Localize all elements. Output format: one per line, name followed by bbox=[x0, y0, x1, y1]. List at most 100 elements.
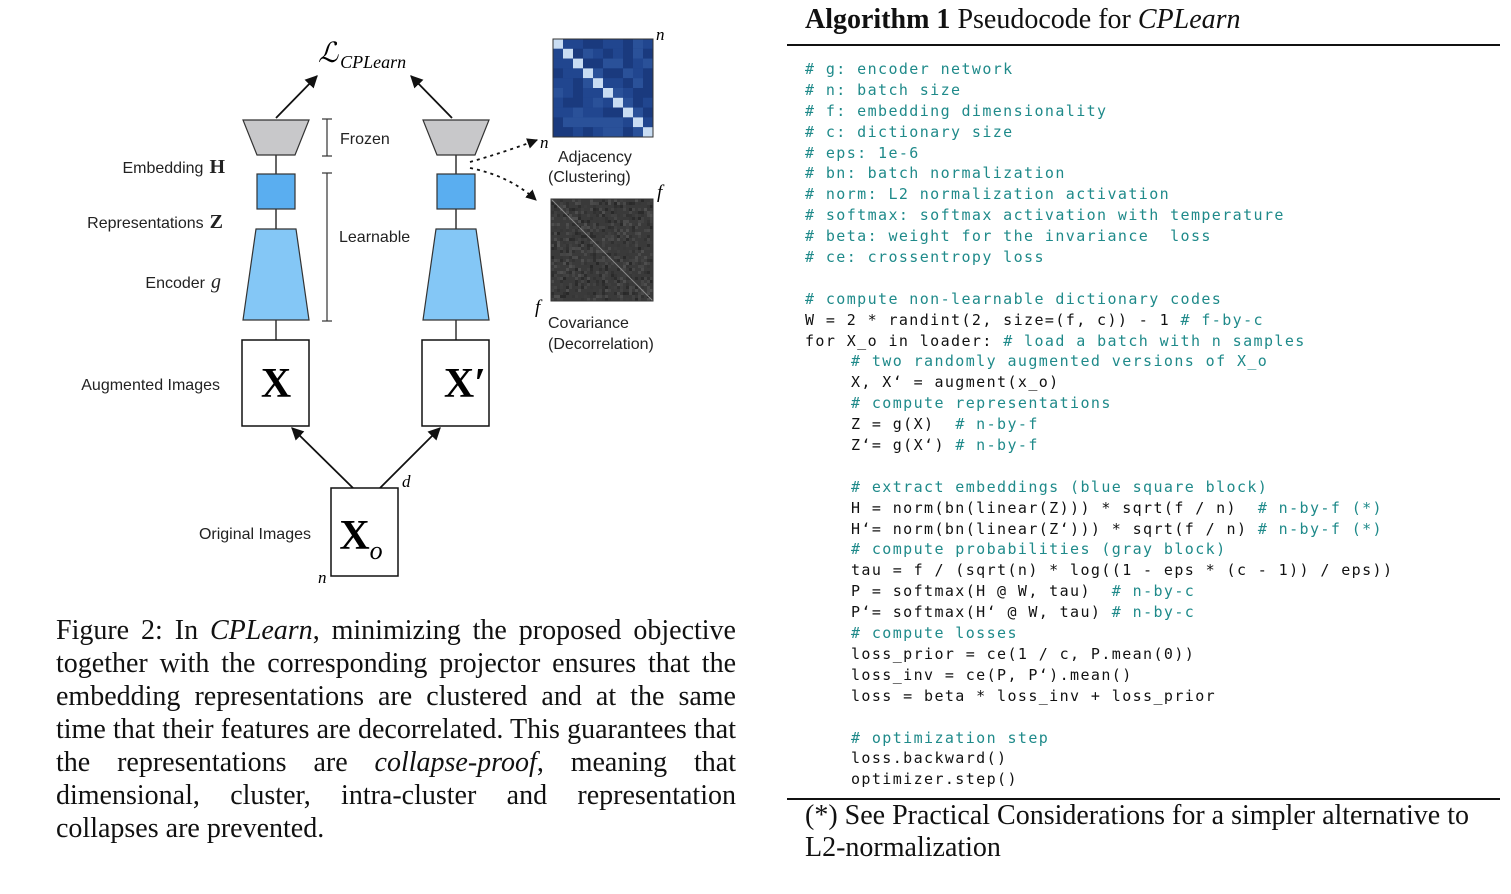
covariance-cell bbox=[572, 256, 575, 259]
covariance-cell bbox=[587, 229, 590, 232]
covariance-cell bbox=[602, 280, 605, 283]
covariance-cell bbox=[584, 220, 587, 223]
covariance-cell bbox=[602, 253, 605, 256]
covariance-cell bbox=[647, 205, 650, 208]
covariance-cell bbox=[563, 274, 566, 277]
covariance-cell bbox=[599, 259, 602, 262]
covariance-cell bbox=[641, 256, 644, 259]
covariance-cell bbox=[563, 253, 566, 256]
covariance-cell bbox=[611, 214, 614, 217]
covariance-cell bbox=[629, 292, 632, 295]
covariance-cell bbox=[584, 253, 587, 256]
covariance-cell bbox=[626, 277, 629, 280]
covariance-cell bbox=[641, 265, 644, 268]
covariance-cell bbox=[629, 217, 632, 220]
covariance-cell bbox=[569, 244, 572, 247]
code-line: H‘= norm(bn(linear(Z‘))) * sqrt(f / n) #… bbox=[805, 519, 1393, 540]
covariance-cell bbox=[602, 202, 605, 205]
code-line: # compute probabilities (gray block) bbox=[805, 539, 1393, 560]
code-line: # f: embedding dimensionality bbox=[805, 101, 1393, 122]
covariance-cell bbox=[647, 271, 650, 274]
covariance-cell bbox=[596, 280, 599, 283]
covariance-cell bbox=[560, 238, 563, 241]
adjacency-cell bbox=[623, 58, 633, 69]
adjacency-cell bbox=[593, 58, 603, 69]
code-line: W = 2 * randint(2, size=(f, c)) - 1 # f-… bbox=[805, 310, 1393, 331]
covariance-cell bbox=[632, 202, 635, 205]
code-text: Z = g(X) bbox=[851, 415, 956, 434]
covariance-cell bbox=[551, 262, 554, 265]
covariance-cell bbox=[563, 226, 566, 229]
covariance-cell bbox=[620, 220, 623, 223]
covariance-cell bbox=[575, 229, 578, 232]
code-line: loss_inv = ce(P, P‘).mean() bbox=[805, 665, 1393, 686]
covariance-cell bbox=[626, 229, 629, 232]
covariance-cell bbox=[593, 256, 596, 259]
covariance-cell bbox=[632, 295, 635, 298]
covariance-cell bbox=[632, 274, 635, 277]
covariance-cell bbox=[650, 217, 653, 220]
covariance-cell bbox=[632, 217, 635, 220]
covariance-cell bbox=[620, 298, 623, 301]
code-text: Z‘= g(X‘) bbox=[851, 436, 956, 455]
covariance-cell bbox=[596, 262, 599, 265]
covariance-cell bbox=[632, 286, 635, 289]
covariance-cell bbox=[554, 241, 557, 244]
covariance-cell bbox=[554, 211, 557, 214]
covariance-cell bbox=[629, 268, 632, 271]
covariance-cell bbox=[617, 268, 620, 271]
code-line: for X_o in loader: # load a batch with n… bbox=[805, 331, 1393, 352]
covariance-cell bbox=[581, 277, 584, 280]
adjacency-cell bbox=[633, 58, 643, 69]
covariance-cell bbox=[584, 271, 587, 274]
covariance-cell bbox=[602, 217, 605, 220]
covariance-cell bbox=[581, 271, 584, 274]
covariance-cell bbox=[575, 277, 578, 280]
code-line: H = norm(bn(linear(Z))) * sqrt(f / n) # … bbox=[805, 498, 1393, 519]
covariance-cell bbox=[557, 259, 560, 262]
covariance-cell bbox=[563, 244, 566, 247]
adjacency-cell bbox=[573, 68, 583, 79]
covariance-cell bbox=[614, 259, 617, 262]
right-branch: X′ bbox=[421, 119, 490, 427]
covariance-cell bbox=[614, 217, 617, 220]
covariance-cell bbox=[551, 241, 554, 244]
covariance-cell bbox=[602, 265, 605, 268]
covariance-cell bbox=[644, 208, 647, 211]
covariance-cell bbox=[575, 295, 578, 298]
covariance-cell bbox=[635, 250, 638, 253]
figure-caption: Figure 2: In CPLearn, minimizing the pro… bbox=[56, 615, 736, 844]
covariance-cell bbox=[608, 283, 611, 286]
covariance-cell bbox=[617, 202, 620, 205]
code-line: Z‘= g(X‘) # n-by-f bbox=[805, 435, 1393, 456]
covariance-cell bbox=[551, 217, 554, 220]
covariance-cell bbox=[608, 220, 611, 223]
adjacency-cell bbox=[613, 78, 623, 88]
covariance-cell bbox=[623, 223, 626, 226]
covariance-cell bbox=[569, 253, 572, 256]
adjacency-cell bbox=[583, 117, 593, 128]
covariance-cell bbox=[617, 244, 620, 247]
covariance-cell bbox=[575, 292, 578, 295]
adjacency-cell bbox=[563, 107, 573, 118]
covariance-cell bbox=[602, 214, 605, 217]
covariance-cell bbox=[623, 202, 626, 205]
adjacency-cell bbox=[553, 39, 563, 49]
covariance-cell bbox=[584, 223, 587, 226]
covariance-cell bbox=[626, 223, 629, 226]
covariance-cell bbox=[608, 202, 611, 205]
covariance-cell bbox=[647, 244, 650, 247]
covariance-cell bbox=[605, 271, 608, 274]
covariance-cell bbox=[611, 262, 614, 265]
adjacency-cell bbox=[573, 127, 583, 137]
covariance-cell bbox=[647, 259, 650, 262]
covariance-cell bbox=[635, 295, 638, 298]
covariance-cell bbox=[608, 235, 611, 238]
code-text: optimizer.step() bbox=[851, 770, 1018, 789]
covariance-cell bbox=[638, 292, 641, 295]
code-text: tau = f / (sqrt(n) * log((1 - eps * (c -… bbox=[851, 561, 1394, 580]
adjacency-cell bbox=[643, 48, 653, 59]
original-images-label: Original Images bbox=[199, 526, 311, 543]
adjacency-cell bbox=[563, 58, 573, 69]
adjacency-cell bbox=[643, 39, 653, 49]
